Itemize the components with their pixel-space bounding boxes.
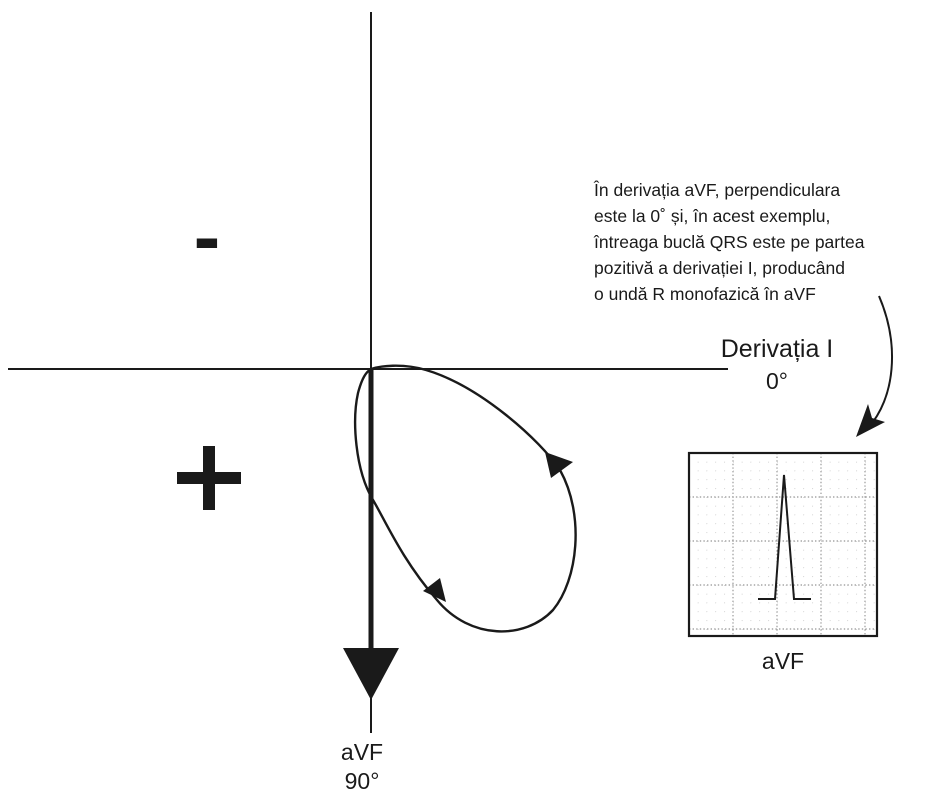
lead-i-label: Derivația I [721, 335, 834, 363]
avf-arrowhead [343, 648, 399, 700]
annotation-line: întreaga buclă QRS este pe partea [594, 232, 865, 252]
avf-axis-angle: 90° [345, 768, 380, 793]
ecg-strip-label: aVF [762, 648, 804, 674]
annotation-line: este la 0˚ și, în acest exemplu, [594, 206, 831, 226]
pointer-arrowhead [856, 404, 885, 437]
annotation-line: În derivația aVF, perpendiculara [594, 180, 841, 200]
loop-arrow-upper [545, 452, 573, 478]
annotation-line: pozitivă a derivației I, producând [594, 258, 845, 278]
qrs-loop [354, 364, 577, 633]
annotation-line: o undă R monofazică în aVF [594, 284, 816, 304]
pointer-curve [867, 295, 893, 429]
ecg-strip [687, 451, 879, 638]
negative-sign: - [194, 192, 221, 281]
loop-arrow-lower [423, 578, 446, 602]
positive-sign [177, 446, 241, 510]
avf-axis-label: aVF [341, 739, 383, 765]
lead-i-angle: 0° [766, 368, 788, 394]
r-wave-trace [758, 474, 811, 600]
annotation-text: În derivația aVF, perpendiculara este la… [594, 177, 926, 307]
